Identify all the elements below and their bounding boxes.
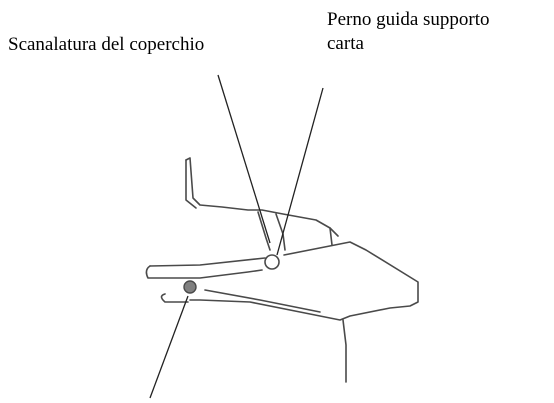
housing-lower-edge: [204, 289, 321, 313]
guide-pin-label-line1: Perno guida supporto: [327, 9, 490, 30]
guide-pin-label-line2: carta: [327, 33, 364, 54]
lower-pin-icon: [183, 280, 197, 294]
housing-outline: [149, 241, 419, 321]
cover-body-outline: [185, 159, 197, 209]
guide-pin-leader: [276, 87, 324, 256]
cover-rear-edge: [185, 157, 339, 237]
support-leg: [342, 319, 347, 383]
left-rod: [145, 265, 263, 279]
guide-pin-label: Perno guida supporto carta: [327, 8, 549, 56]
guide-pin-icon: [264, 254, 280, 270]
cover-slot-label: Scanalatura del coperchio: [8, 34, 205, 55]
side-rail: [329, 227, 333, 246]
cover-slot-leader: [217, 74, 271, 244]
lower-pin-leader: [149, 295, 189, 399]
lower-tab: [160, 293, 189, 303]
